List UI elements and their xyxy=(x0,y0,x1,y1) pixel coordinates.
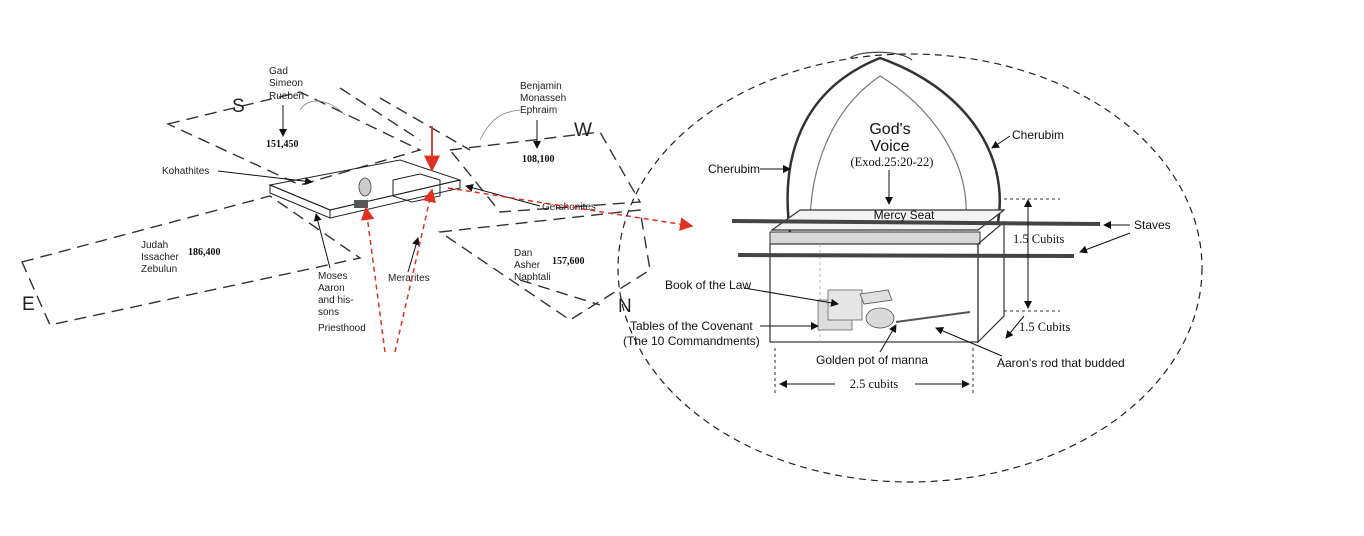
direction-west: W xyxy=(574,120,592,141)
west-tribe-2: Monasseh xyxy=(520,93,566,104)
direction-north: N xyxy=(618,296,632,317)
priesthood-line-4: sons xyxy=(318,307,339,318)
cherubim-left-label: Cherubim xyxy=(708,162,760,176)
ark-chest xyxy=(769,220,1005,344)
south-tribe-2: Simeon xyxy=(269,78,303,89)
ark-detail: God's Voice (Exod.25:20-22) Mercy Seat C… xyxy=(617,51,1203,483)
priesthood-line-5: Priesthood xyxy=(318,323,366,334)
priesthood-line-3: and his- xyxy=(318,295,354,306)
cherubim-right-label: Cherubim xyxy=(1012,128,1064,142)
lower-stave xyxy=(737,253,1075,258)
east-tribe-2: Issacher xyxy=(141,252,179,263)
manna-label: Golden pot of manna xyxy=(816,353,928,367)
tables-of-covenant xyxy=(817,289,863,331)
west-count: 108,100 xyxy=(522,154,555,165)
tables-label-line-1: Tables of the Covenant xyxy=(630,319,753,333)
depth-label: 1.5 Cubits xyxy=(1019,320,1071,334)
east-tribe-3: Zebulun xyxy=(141,264,177,275)
north-tribe-3: Naphtali xyxy=(514,272,551,283)
camp-layout: S W E N Gad Simeon Rueben 151,450 Benjam… xyxy=(21,66,694,353)
west-camp-region xyxy=(448,131,642,213)
mercy-seat-label: Mercy Seat xyxy=(874,208,935,222)
tabernacle-courtyard xyxy=(268,159,462,219)
book-of-law-label: Book of the Law xyxy=(665,278,751,292)
height-label: 1.5 Cubits xyxy=(1013,232,1065,246)
length-label: 2.5 cubits xyxy=(850,377,899,391)
gershonites-label: Gershonites xyxy=(542,202,596,213)
golden-pot xyxy=(865,307,895,329)
north-camp-region xyxy=(438,209,651,321)
south-count: 151,450 xyxy=(266,139,299,150)
merarites-label: Merarites xyxy=(388,273,430,284)
direction-south: S xyxy=(232,96,245,117)
staves-label: Staves xyxy=(1134,218,1171,232)
direction-east: E xyxy=(22,294,35,315)
priesthood-line-1: Moses xyxy=(318,271,347,282)
east-count: 186,400 xyxy=(188,247,221,258)
scripture-reference: (Exod.25:20-22) xyxy=(851,155,934,169)
upper-stave xyxy=(731,219,1101,226)
gods-voice-line-2: Voice xyxy=(870,138,909,155)
laver xyxy=(358,177,372,197)
west-tribe-3: Ephraim xyxy=(520,105,557,116)
south-camp-region xyxy=(165,91,422,186)
kohathites-label: Kohathites xyxy=(162,166,209,177)
gods-voice-line-1: God's xyxy=(869,121,910,138)
altar xyxy=(354,200,368,208)
tables-label-line-2: (The 10 Commandments) xyxy=(623,334,760,348)
north-count: 157,600 xyxy=(552,256,585,267)
aarons-rod xyxy=(895,311,971,323)
ark-callout-ellipse xyxy=(617,53,1203,483)
east-tribe-1: Judah xyxy=(141,240,168,251)
north-tribe-1: Dan xyxy=(514,248,532,259)
mercy-seat-lid xyxy=(770,209,1006,231)
tabernacle-tent xyxy=(392,173,441,203)
priesthood-line-2: Aaron xyxy=(318,283,345,294)
book-of-law xyxy=(859,289,893,305)
west-tribe-1: Benjamin xyxy=(520,81,562,92)
south-tribe-1: Gad xyxy=(269,66,288,77)
east-camp-region xyxy=(21,195,362,326)
north-tribe-2: Asher xyxy=(514,260,541,271)
south-tribe-3: Rueben xyxy=(269,91,304,102)
aarons-rod-label: Aaron's rod that budded xyxy=(997,356,1125,370)
